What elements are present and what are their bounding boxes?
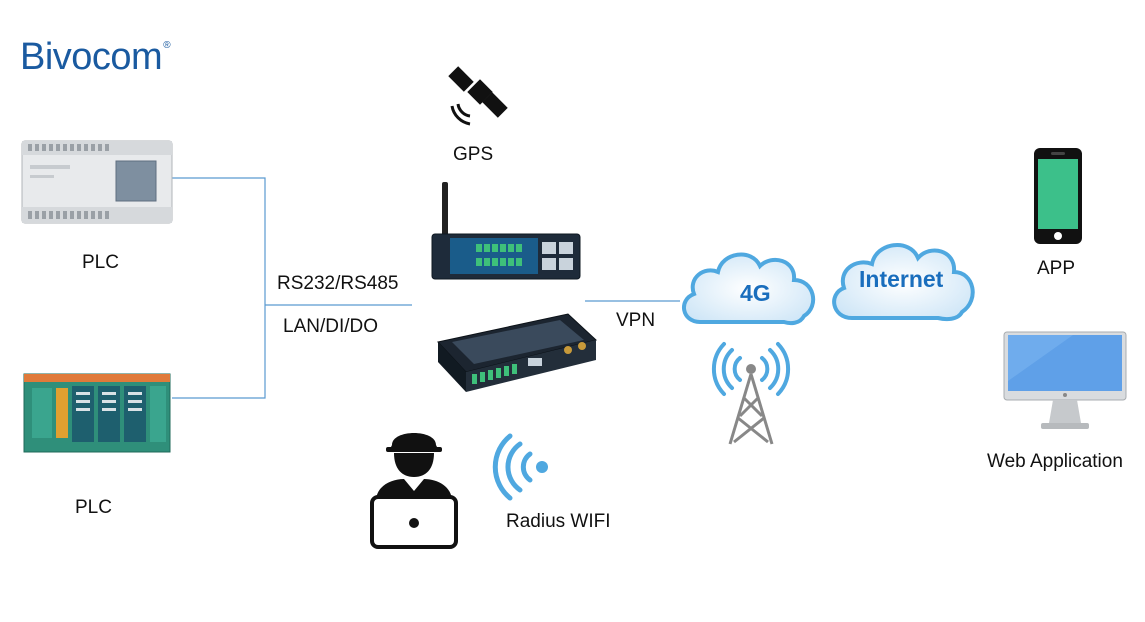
plc-top-label: PLC — [82, 252, 119, 273]
cloud-4g-label: 4G — [740, 280, 771, 306]
cloud-internet-label: Internet — [859, 266, 944, 292]
satellite-icon — [448, 66, 508, 126]
lan-interface-label: LAN/DI/DO — [283, 316, 379, 337]
cell-tower-icon — [711, 342, 791, 445]
plc-device-icon — [21, 140, 173, 224]
wifi-signal-icon — [492, 433, 548, 501]
gateway-device-icon — [437, 313, 598, 392]
cloud-icon — [682, 252, 815, 326]
internet-cloud-icon — [832, 243, 975, 322]
monitor-icon — [1003, 331, 1127, 429]
router-icon — [431, 182, 581, 280]
app-label: APP — [1037, 258, 1076, 279]
serial-interface-label: RS232/RS485 — [277, 273, 399, 294]
engineer-laptop-icon — [370, 433, 458, 549]
smartphone-icon — [1034, 148, 1082, 244]
brand-name: Bivocom — [20, 36, 163, 78]
radius-wifi-label: Radius WIFI — [506, 511, 611, 532]
plc-top-line — [172, 177, 266, 399]
web-application-label: Web Application — [987, 451, 1123, 472]
plc-rack-icon — [23, 373, 171, 453]
plc-bottom-label: PLC — [75, 497, 112, 518]
vpn-label: VPN — [616, 310, 656, 331]
gps-label: GPS — [453, 144, 494, 165]
registered-mark: ® — [163, 40, 171, 51]
brand-logo: Bivocom® — [20, 36, 171, 79]
